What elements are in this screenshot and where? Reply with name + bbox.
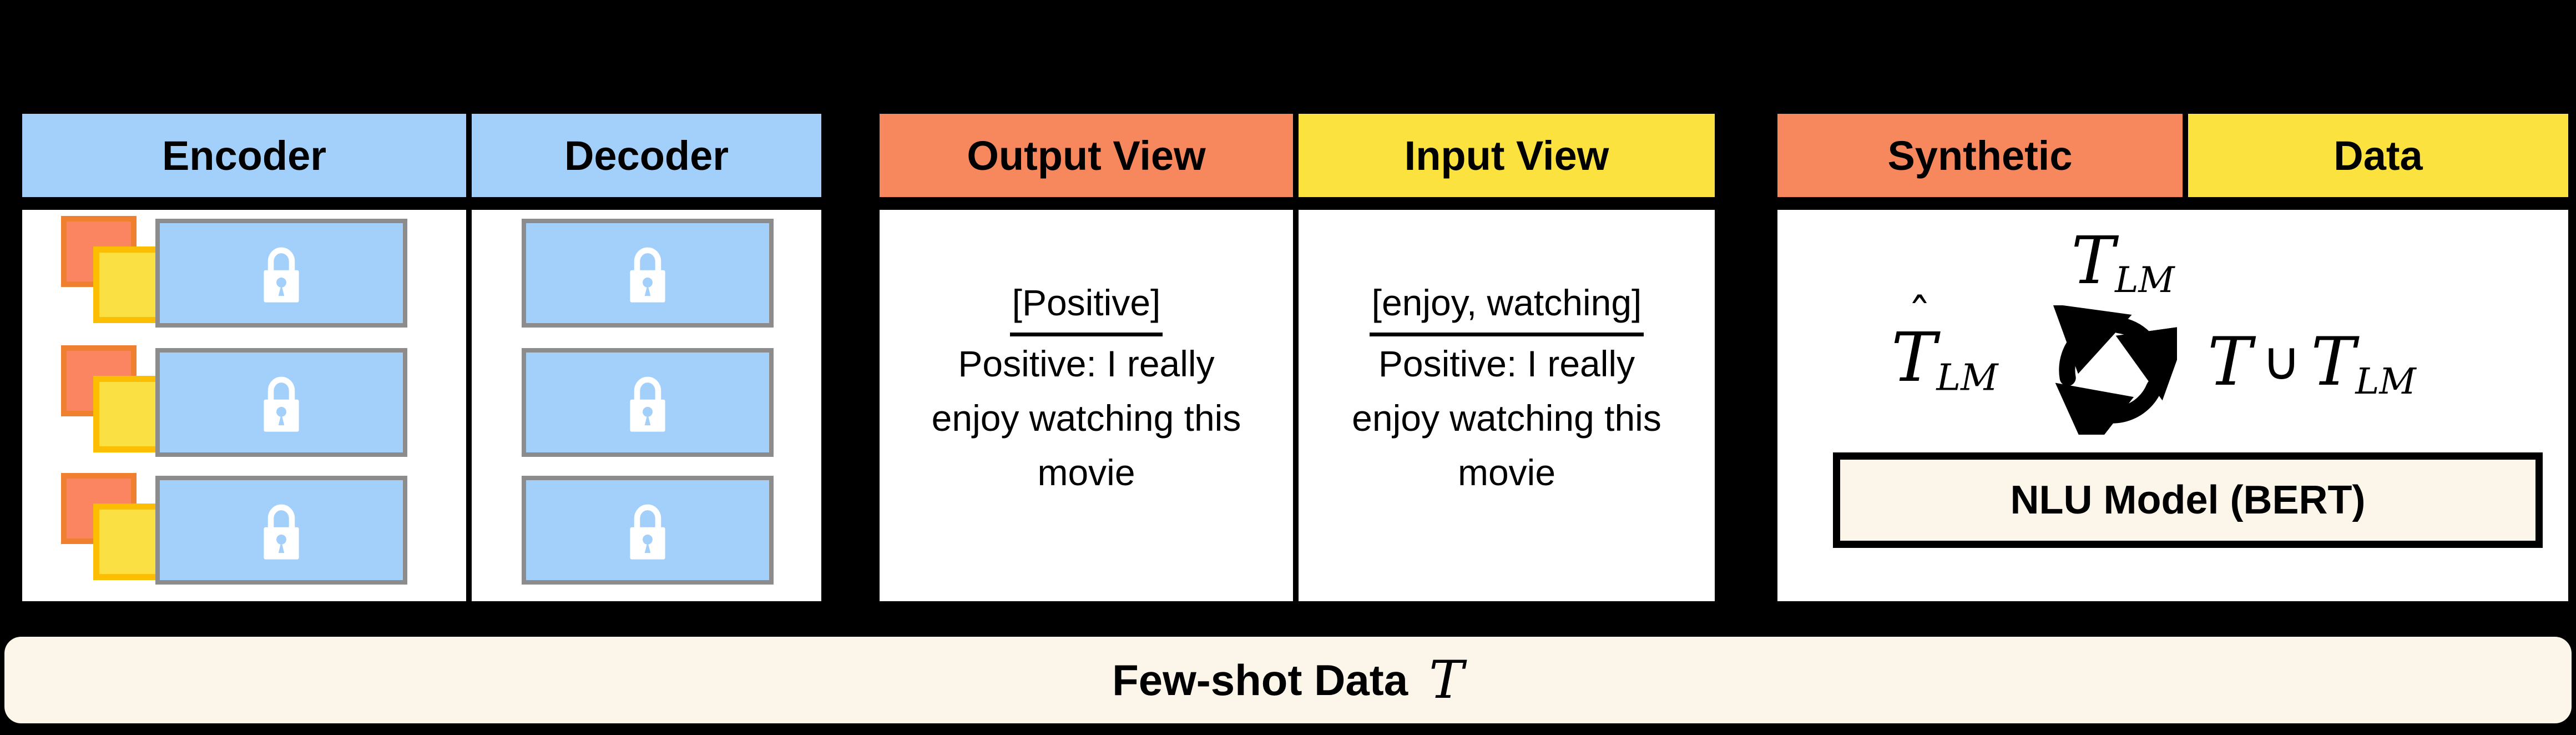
- encoder-body: [22, 210, 466, 601]
- lock-icon: [621, 240, 674, 306]
- frozen-layer-box: [155, 219, 407, 328]
- math-t: T: [2071, 222, 2115, 299]
- math-t-lm: TLM: [1777, 222, 2468, 301]
- decoder-body: [472, 210, 821, 601]
- output-view-header: Output View: [880, 114, 1293, 197]
- output-label: [Positive]: [1009, 275, 1163, 336]
- input-view-text: [enjoy, watching] Positive: I really enj…: [1299, 275, 1715, 500]
- yellow-square: [93, 376, 164, 452]
- input-line: enjoy watching this: [1352, 397, 1661, 439]
- output-line: enjoy watching this: [931, 397, 1241, 439]
- yellow-square: [93, 504, 164, 580]
- math-t: T: [1891, 318, 1937, 397]
- lock-icon: [255, 370, 308, 435]
- decoder-row: [472, 476, 821, 585]
- output-view-text: [Positive] Positive: I really enjoy watc…: [880, 275, 1293, 500]
- encoder-header: Encoder: [22, 114, 466, 197]
- cycle-arrows-icon: [2048, 304, 2190, 456]
- few-shot-data-label: Few-shot Data: [1112, 655, 1408, 704]
- math-t: T: [2311, 324, 2356, 401]
- data-header: Data: [2188, 114, 2568, 197]
- output-line: movie: [1037, 452, 1135, 493]
- frozen-layer-box: [155, 348, 407, 457]
- input-view-body: [enjoy, watching] Positive: I really enj…: [1299, 210, 1715, 601]
- output-line: Positive: I really: [958, 343, 1215, 384]
- encoder-row: [22, 473, 466, 585]
- few-shot-data-bar: Few-shot Data T: [4, 637, 2572, 723]
- input-view-header: Input View: [1299, 114, 1715, 197]
- math-t: T: [2208, 324, 2252, 401]
- synthetic-header: Synthetic: [1777, 114, 2183, 197]
- math-sub-lm: LM: [1936, 356, 1998, 399]
- decoder-row: [472, 348, 821, 457]
- input-line: movie: [1457, 452, 1556, 493]
- decoder-header: Decoder: [472, 114, 821, 197]
- lock-icon: [255, 240, 308, 306]
- union-operator: ∪: [2262, 330, 2301, 392]
- frozen-layer-box: [155, 476, 407, 585]
- frozen-layer-box: [522, 219, 774, 328]
- frozen-layer-box: [522, 348, 774, 457]
- input-line: Positive: I really: [1378, 343, 1635, 384]
- math-sub-lm: LM: [2355, 361, 2416, 403]
- lock-icon: [621, 497, 674, 563]
- lock-icon: [255, 497, 308, 563]
- frozen-layer-box: [522, 476, 774, 585]
- yellow-square: [93, 246, 164, 323]
- nlu-model-box: NLU Model (BERT): [1833, 452, 2543, 548]
- hat-accent: ˆ: [1908, 289, 1931, 343]
- input-label: [enjoy, watching]: [1369, 275, 1644, 336]
- encoder-row: [22, 216, 466, 328]
- encoder-row: [22, 345, 466, 457]
- decoder-row: [472, 219, 821, 328]
- lock-icon: [621, 370, 674, 435]
- output-view-body: [Positive] Positive: I really enjoy watc…: [880, 210, 1293, 601]
- few-shot-data-symbol: T: [1429, 650, 1464, 711]
- math-union-expression: T∪TLM: [2208, 324, 2416, 402]
- math-sub-lm: LM: [2115, 259, 2175, 301]
